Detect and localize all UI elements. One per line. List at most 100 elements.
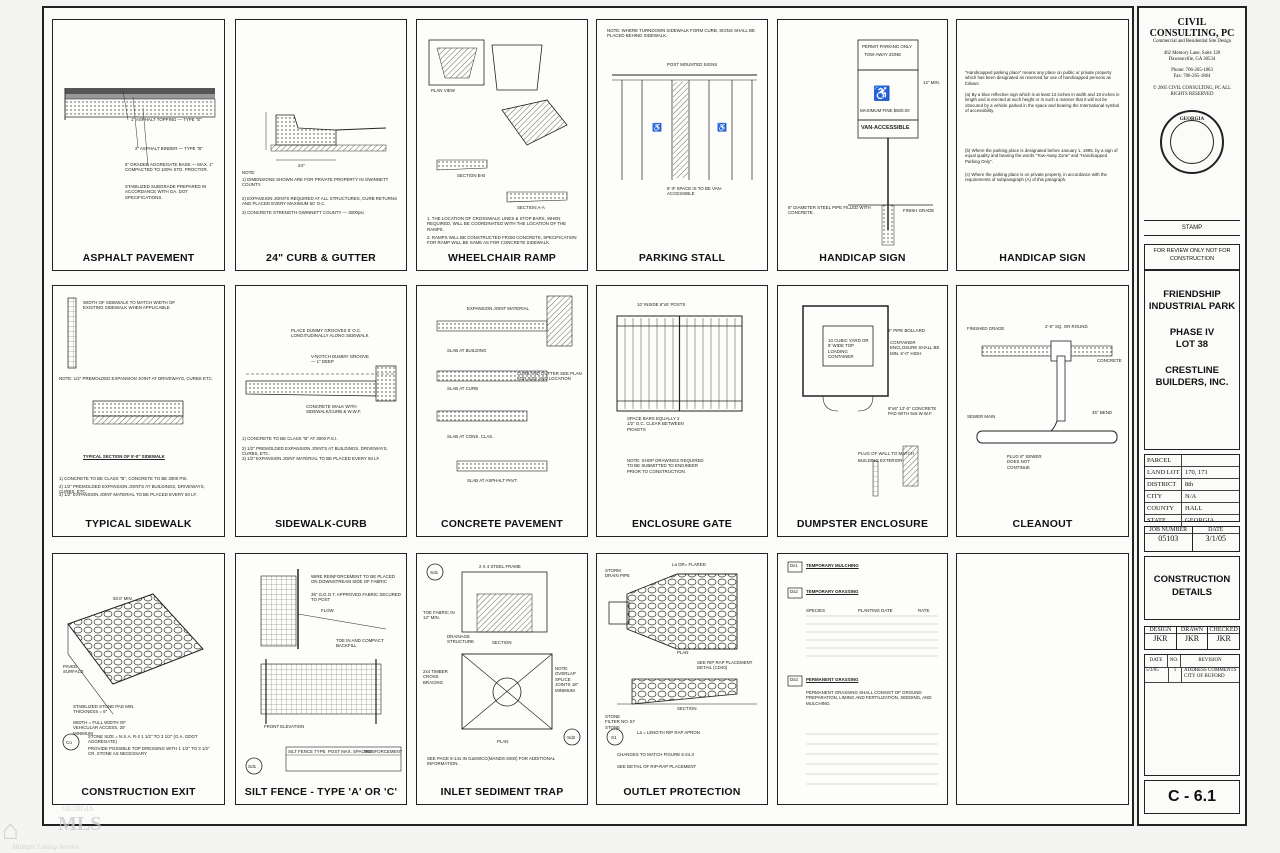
job-number: 05103 <box>1158 534 1179 543</box>
value: 8th <box>1185 481 1194 488</box>
note: NOTE: OVERLAP SPLICE JOINTS 18" MINIMUM <box>555 666 579 693</box>
note: 6" PIPE BOLLARD <box>888 328 925 333</box>
note: 8' IF SPACE IS TO BE VAN-ACCESSIBLE <box>667 186 723 197</box>
asphalt-pavement-drawing <box>64 88 216 167</box>
note: STONE FILTER NO. 57 STONE <box>605 714 635 730</box>
note: SLAB AT ASPHALT PAVT. <box>467 478 518 483</box>
copyright: © 2005 CIVIL CONSULTING, PC ALL RIGHTS R… <box>1152 86 1232 98</box>
label: LAND LOT <box>1145 467 1182 478</box>
value: GEORGIA <box>1185 517 1215 524</box>
note: 1) CONCRETE TO BE CLASS "B", CONCRETE TO… <box>59 476 188 481</box>
note: CURB AND GUTTER SEE PLAN FOR SIZE AND LO… <box>517 371 582 382</box>
dumpster-enclosure-drawing <box>802 305 919 497</box>
firm-fax: Fax: 706-265-1864 <box>1173 73 1211 79</box>
note: PLUG OF WALL TO MATCH <box>858 451 914 456</box>
note: 2x4 TIMBER CROSS BRACING <box>423 669 448 685</box>
note: 2) 1/2" PREMOLDED EXPANSION JOINTS AT BU… <box>59 484 205 495</box>
svg-text:Sd1: Sd1 <box>248 764 257 769</box>
note: WIDTH = FULL WIDTH OF VEHICULAR ACCESS, … <box>73 720 126 736</box>
note: PERMANENT GRASSING <box>806 677 859 682</box>
note: 2) 1/2" PREMOLDED EXPANSION JOINTS AT BU… <box>242 446 388 457</box>
note: CONTAINER ENCLOSURE SHALL BE MIN. 6'-0" … <box>890 340 940 356</box>
curb-gutter-drawing: 24" <box>265 112 387 168</box>
note: 2'-0" SQ. OR ROUND <box>1045 324 1088 329</box>
handicap-sign-drawing: ♿ <box>848 39 933 246</box>
note: 3) 1/2" EXPANSION JOINT MATERIAL TO BE P… <box>242 456 380 461</box>
note: 2" ASPHALT BINDER — TYPE "B" <box>135 146 203 151</box>
note: SLAB AT CURB <box>447 386 479 391</box>
label: STATE <box>1145 515 1182 526</box>
detail-asphalt-pavement: 1" ASPHALT TOPPING — TYPE "E" 2" ASPHALT… <box>52 19 225 271</box>
svg-text:24": 24" <box>298 163 305 168</box>
note: CHANGES TO MATCH FIGURE 6-24.3 <box>617 752 694 757</box>
label: Ds1 <box>790 563 798 568</box>
value: 170, 171 <box>1185 469 1208 476</box>
outlet-protection-drawing: S1 <box>606 573 757 746</box>
note: (b) Where the parking place is designate… <box>965 148 1118 164</box>
firm-name: CIVIL CONSULTING, PC <box>1149 17 1235 39</box>
svg-text:S1: S1 <box>611 735 617 740</box>
enclosure-gate-drawing <box>616 315 743 412</box>
note: SLAB AT CONS. CLAS. <box>447 434 494 439</box>
parking-stall-drawing: ♿♿ <box>612 74 757 180</box>
note: 10 CUBIC YARD OR 8' WIDE TOP LOADING CON… <box>828 338 869 360</box>
firm-address: Dawsonville, GA 30534 <box>1168 57 1216 63</box>
rev-no: 1 <box>1169 668 1182 682</box>
note: WIRE REINFORCEMENT TO BE PLACED ON DOWNS… <box>311 574 395 585</box>
detail-title: DUMPSTER ENCLOSURE <box>796 518 929 530</box>
note: 1) CONCRETE TO BE CLASS "B" AT 3000 P.S.… <box>242 436 338 441</box>
note: FRONT ELEVATION <box>264 724 305 729</box>
note: La = LENGTH RIP RAP APRON <box>637 730 700 735</box>
firm-phone: Phone: 706-265-1863 <box>1171 67 1213 73</box>
detail-title: WHEELCHAIR RAMP <box>448 252 556 264</box>
project-phase: PHASE IV <box>1169 327 1215 338</box>
note: 1" ASPHALT TOPPING — TYPE "E" <box>131 117 202 122</box>
rev-date-label: DATE <box>1145 655 1168 667</box>
note: NOTE: 1/2" PREMOLDED EXPANSION JOINT AT … <box>59 376 213 381</box>
note: 2) EXPANSION JOINTS REQUIRED AT ALL STRU… <box>242 196 397 207</box>
title-block: CIVIL CONSULTING, PC Commercial and Resi… <box>1137 6 1247 826</box>
note: 50.0' MIN. <box>113 596 133 601</box>
note: SEE PAGE 6-141 IN GaSWCC(MANDS-2000) FOR… <box>427 756 556 767</box>
parcel-row: PARCEL <box>1145 455 1239 467</box>
detail-outlet-protection: S1 STORM DRAIN PIPE La OR= FLARED PLAN S… <box>596 553 768 805</box>
note: PLAN <box>677 650 689 655</box>
note: SPECIES <box>806 608 826 613</box>
note: WIDTH OF SIDEWALK TO MATCH WIDTH OF EXIS… <box>83 300 176 311</box>
detail-enclosure-gate: 10' INSIDE 6"x5' POSTS SPACE BARS EQUALL… <box>596 285 768 537</box>
revision-label: REVISION <box>1198 658 1222 663</box>
watermark-line1: GEORGIA <box>62 805 94 813</box>
review-note: FOR REVIEW ONLY NOT FOR CONSTRUCTION <box>1144 244 1240 270</box>
note: SLAB AT BUILDING <box>447 348 487 353</box>
svg-text:Sd1: Sd1 <box>430 570 439 575</box>
watermark-line3: Multiple Listing Service <box>12 843 80 851</box>
stamp-label: STAMP <box>1144 220 1240 236</box>
note: 36" G.D.O.T. APPROVED FABRIC SECURED TO … <box>311 592 401 603</box>
note: SECTION B-B <box>457 173 486 178</box>
rev-no-label: NO. <box>1168 655 1181 667</box>
checked-label: CHECKED <box>1208 627 1240 634</box>
note: (a) By a blue reflective sign which is a… <box>965 92 1120 114</box>
detail-inlet-sediment-trap: Sd1 Sd2 2 X 4 STEEL FRAME TOE FABRIC IN … <box>416 553 588 805</box>
note: BUILDING EXTERIOR <box>858 458 903 463</box>
revision-table: DATE NO. REVISION 5/3/05 1 ADDRESS COMME… <box>1144 654 1240 776</box>
note: SEE DETAIL OF RIP-RAP PLACEMENT <box>617 764 697 769</box>
note: SECTION <box>677 706 697 711</box>
note: 2 X 4 STEEL FRAME <box>479 564 521 569</box>
note: RATE <box>918 608 930 613</box>
typical-sidewalk-drawing <box>67 297 184 425</box>
date-label: DATE <box>1192 527 1239 534</box>
detail-title: CLEANOUT <box>1012 518 1073 530</box>
note: 10' INSIDE 6"x5' POSTS <box>637 302 686 307</box>
detail-title: SIDEWALK-CURB <box>275 518 367 530</box>
rev-date: 5/3/05 <box>1145 668 1169 682</box>
seal-text: GEORGIA <box>1179 117 1205 123</box>
value: HALL <box>1185 505 1203 512</box>
sheet-number: C - 6.1 <box>1144 780 1240 814</box>
project-name: FRIENDSHIP INDUSTRIAL PARK <box>1148 289 1236 312</box>
detail-title: SILT FENCE - TYPE 'A' OR 'C' <box>244 786 398 798</box>
